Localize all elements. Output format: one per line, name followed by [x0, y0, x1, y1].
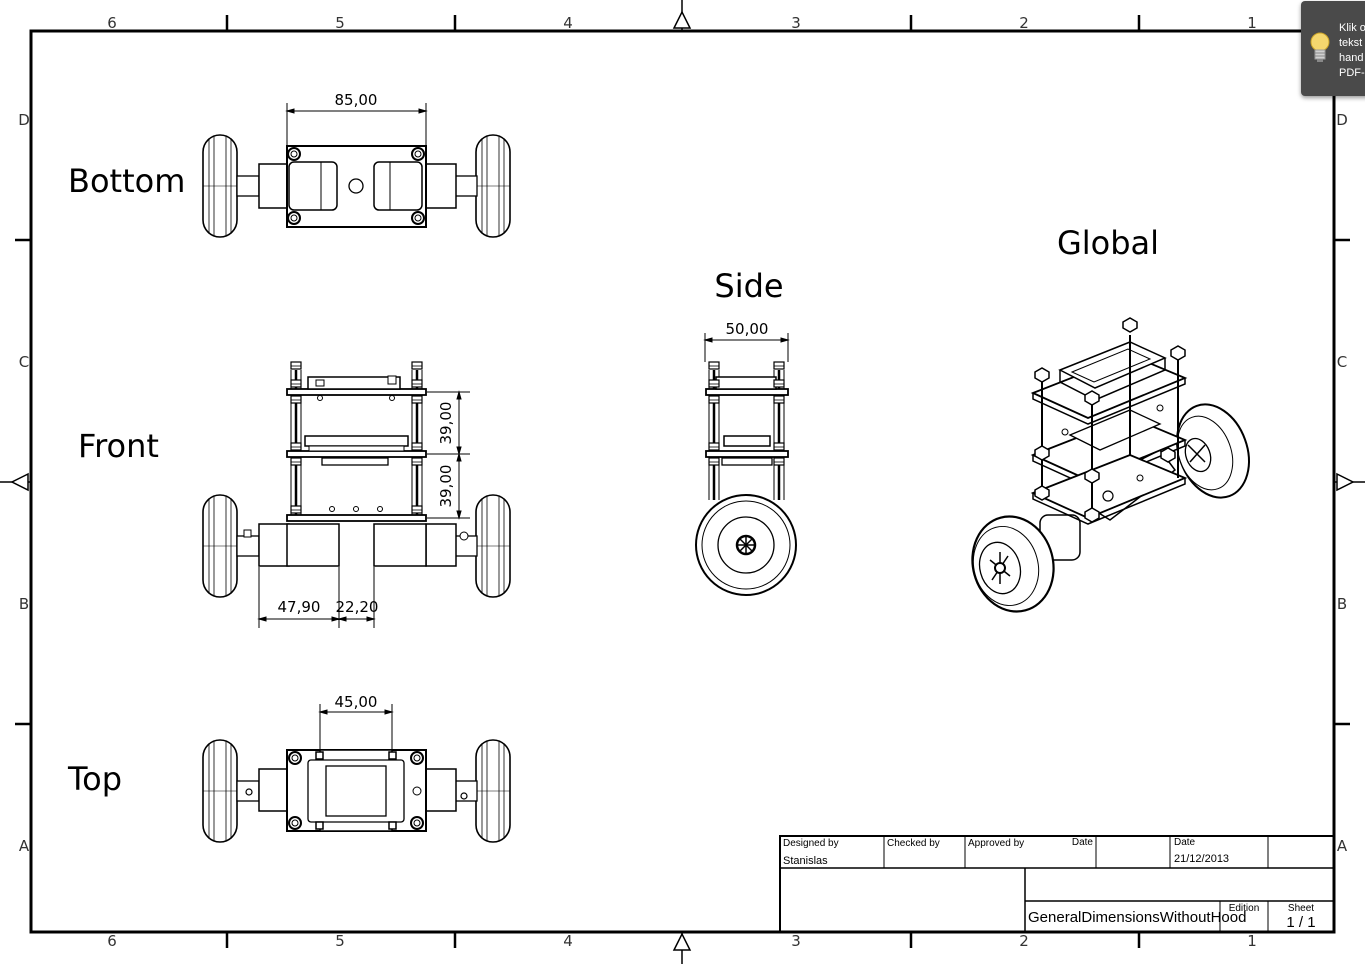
designed-by-value: Stanislas — [783, 855, 828, 867]
zone-col-5: 5 — [335, 14, 345, 32]
title-block — [779, 835, 1335, 933]
zone-row-c-right: C — [1337, 353, 1347, 371]
zone-row-d-right: D — [1336, 111, 1348, 129]
dim-bottom-width: 85,00 — [335, 91, 378, 109]
view-title-front: Front — [78, 427, 159, 465]
hint-tooltip-text: Klik o tekst hand PDF- — [1339, 21, 1365, 81]
zone-col-3-bottom: 3 — [791, 932, 801, 950]
zone-col-6-bottom: 6 — [107, 932, 117, 950]
dim-side-width: 50,00 — [726, 320, 769, 338]
zone-col-1-bottom: 1 — [1247, 932, 1257, 950]
zone-col-5-bottom: 5 — [335, 932, 345, 950]
hint-line: hand — [1339, 52, 1364, 64]
sheet-value: 1 / 1 — [1286, 914, 1315, 931]
zone-col-6: 6 — [107, 14, 117, 32]
hint-line: Klik o — [1339, 22, 1365, 34]
edition-label: Edition — [1229, 903, 1260, 914]
side-dimension — [703, 333, 790, 362]
top-view-drawing — [202, 739, 511, 843]
dim-front-left: 47,90 — [278, 598, 321, 616]
zone-col-1: 1 — [1247, 14, 1257, 32]
zone-row-c: C — [19, 353, 29, 371]
zone-ticks — [15, 15, 1350, 948]
view-title-bottom: Bottom — [68, 162, 185, 200]
hint-tooltip[interactable]: Klik o tekst hand PDF- — [1301, 1, 1365, 96]
top-dimension — [318, 704, 394, 749]
dim-front-lower: 39,00 — [437, 465, 455, 508]
date-label: Date — [1174, 837, 1196, 848]
dim-front-right: 22,20 — [336, 598, 379, 616]
zone-row-b: B — [19, 595, 29, 613]
drawing-name: GeneralDimensionsWithoutHood — [1028, 909, 1246, 926]
zone-row-b-right: B — [1337, 595, 1347, 613]
zone-row-d: D — [18, 111, 30, 129]
dim-front-upper: 39,00 — [437, 402, 455, 445]
checked-by-label: Checked by — [887, 838, 940, 849]
zone-col-4: 4 — [563, 14, 573, 32]
zone-col-2-bottom: 2 — [1019, 932, 1029, 950]
side-view-drawing — [695, 361, 797, 596]
approved-by-label: Approved by — [968, 838, 1024, 849]
front-view-drawing — [202, 361, 511, 598]
zone-col-2: 2 — [1019, 14, 1029, 32]
bottom-dimension — [285, 103, 428, 145]
bottom-view-drawing — [202, 134, 511, 238]
zone-row-a: A — [19, 837, 30, 855]
sheet-label: Sheet — [1288, 903, 1314, 914]
view-title-global: Global — [1057, 224, 1159, 262]
hint-line: PDF- — [1339, 67, 1365, 79]
zone-col-3: 3 — [791, 14, 801, 32]
zone-row-a-right: A — [1337, 837, 1348, 855]
hint-line: tekst — [1339, 37, 1363, 49]
global-view-drawing — [971, 317, 1250, 613]
date-label-approval: Date — [1072, 837, 1094, 848]
date-value: 21/12/2013 — [1174, 853, 1229, 865]
zone-col-4-bottom: 4 — [563, 932, 573, 950]
zone-labels: 6 5 4 3 2 1 6 5 4 3 2 1 D C B A D C B A — [18, 14, 1348, 950]
view-title-side: Side — [714, 267, 783, 305]
view-title-top: Top — [67, 760, 122, 798]
front-dimensions — [257, 390, 470, 628]
dim-top-width: 45,00 — [335, 693, 378, 711]
designed-by-label: Designed by — [783, 838, 839, 849]
lightbulb-icon — [1310, 32, 1330, 62]
